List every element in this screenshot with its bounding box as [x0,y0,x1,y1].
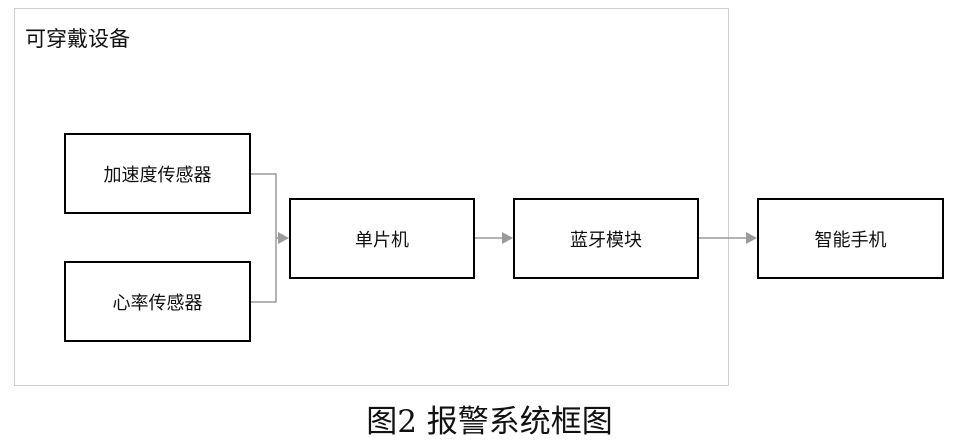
mcu-box: 单片机 [289,198,475,279]
mcu-label: 单片机 [355,229,409,251]
accelerometer-label: 加速度传感器 [103,164,212,186]
bluetooth-module-label: 蓝牙模块 [570,229,642,251]
accelerometer-box: 加速度传感器 [64,133,251,214]
bluetooth-module-box: 蓝牙模块 [513,198,699,279]
arrowhead-into-smartphone [746,232,757,244]
group-title: 可穿戴设备 [25,27,130,51]
heart-rate-sensor-label: 心率传感器 [112,292,203,314]
figure-caption: 图2 报警系统框图 [366,404,613,440]
heart-rate-sensor-box: 心率传感器 [64,261,251,342]
smartphone-box: 智能手机 [757,198,944,279]
smartphone-label: 智能手机 [814,229,887,251]
